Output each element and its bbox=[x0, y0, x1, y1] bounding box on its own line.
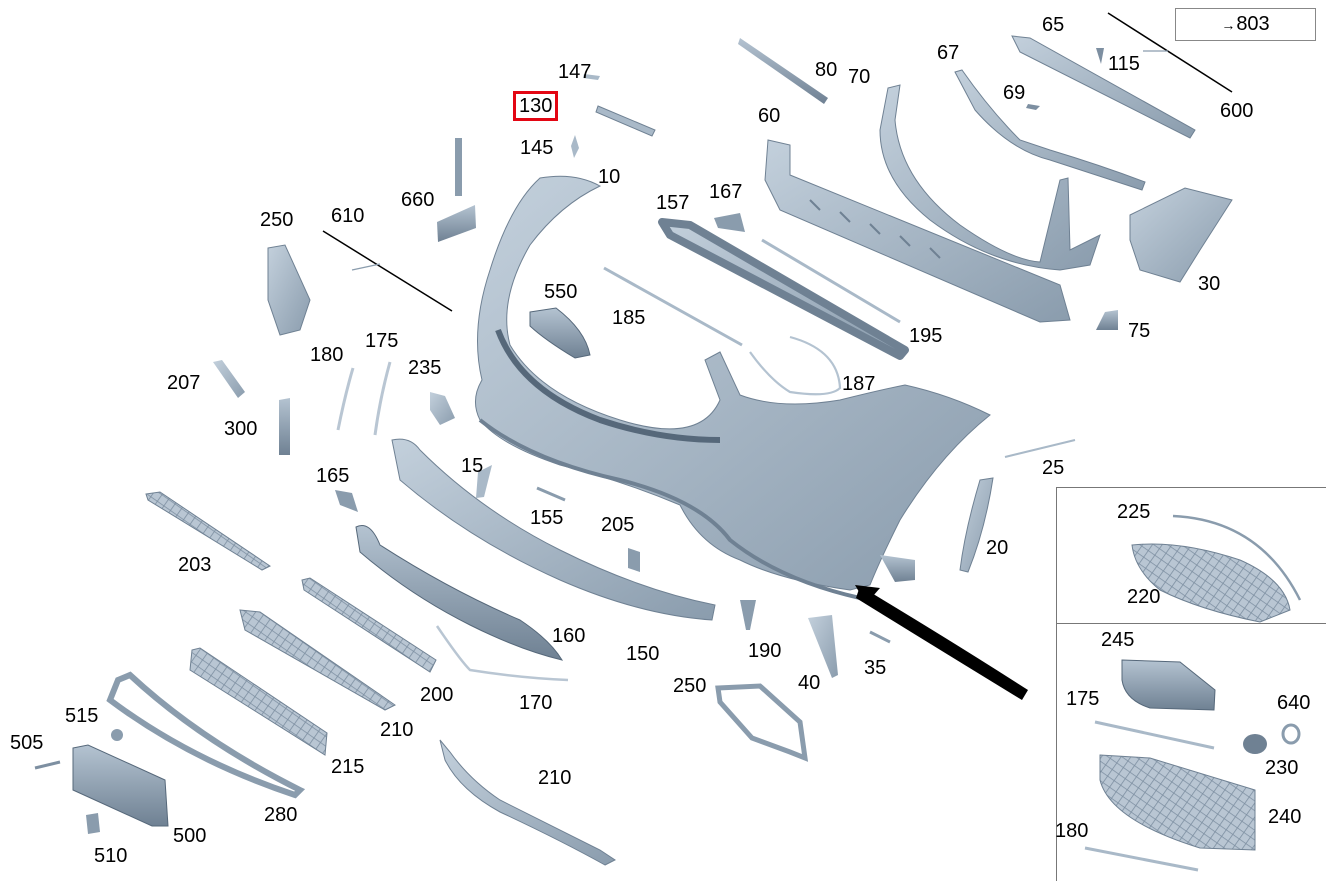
part-label-210b[interactable]: 210 bbox=[538, 767, 572, 789]
part-label-210[interactable]: 210 bbox=[380, 719, 414, 741]
part-label-165[interactable]: 165 bbox=[316, 465, 350, 487]
leader-lines bbox=[322, 12, 1233, 312]
part-label-510[interactable]: 510 bbox=[94, 845, 128, 867]
part-label-203[interactable]: 203 bbox=[178, 554, 212, 576]
part-label-15[interactable]: 15 bbox=[461, 455, 484, 477]
part-label-65[interactable]: 65 bbox=[1042, 14, 1065, 36]
part-label-167[interactable]: 167 bbox=[709, 181, 743, 203]
part-label-250b[interactable]: 250 bbox=[673, 675, 707, 697]
part-label-40[interactable]: 40 bbox=[798, 672, 821, 694]
part-label-70[interactable]: 70 bbox=[848, 66, 871, 88]
part-label-660[interactable]: 660 bbox=[401, 189, 435, 211]
part-label-300[interactable]: 300 bbox=[224, 418, 258, 440]
part-label-220[interactable]: 220 bbox=[1127, 586, 1161, 608]
part-label-185[interactable]: 185 bbox=[612, 307, 646, 329]
part-label-180[interactable]: 180 bbox=[310, 344, 344, 366]
part-label-75[interactable]: 75 bbox=[1128, 320, 1151, 342]
part-label-505[interactable]: 505 bbox=[10, 732, 44, 754]
part-label-180b[interactable]: 180 bbox=[1055, 820, 1089, 842]
part-label-130[interactable]: 130 bbox=[512, 91, 559, 121]
part-label-80[interactable]: 80 bbox=[815, 59, 838, 81]
part-label-250[interactable]: 250 bbox=[260, 209, 294, 231]
part-label-245[interactable]: 245 bbox=[1101, 629, 1135, 651]
arrow-right-icon: → bbox=[1221, 16, 1236, 33]
part-label-640[interactable]: 640 bbox=[1277, 692, 1311, 714]
part-label-10[interactable]: 10 bbox=[598, 166, 621, 188]
part-label-280[interactable]: 280 bbox=[264, 804, 298, 826]
part-label-67[interactable]: 67 bbox=[937, 42, 960, 64]
part-label-115[interactable]: 115 bbox=[1108, 53, 1140, 75]
part-label-207[interactable]: 207 bbox=[167, 372, 201, 394]
part-label-175b[interactable]: 175 bbox=[1066, 688, 1100, 710]
part-label-175[interactable]: 175 bbox=[365, 330, 399, 352]
part-label-205[interactable]: 205 bbox=[601, 514, 635, 536]
part-label-230[interactable]: 230 bbox=[1265, 757, 1299, 779]
part-label-69[interactable]: 69 bbox=[1003, 82, 1026, 104]
part-label-60[interactable]: 60 bbox=[758, 105, 781, 127]
part-label-600[interactable]: 600 bbox=[1220, 100, 1254, 122]
part-label-225[interactable]: 225 bbox=[1117, 501, 1151, 523]
part-label-20[interactable]: 20 bbox=[986, 537, 1009, 559]
part-label-25[interactable]: 25 bbox=[1042, 457, 1065, 479]
part-label-235[interactable]: 235 bbox=[408, 357, 442, 379]
part-label-155[interactable]: 155 bbox=[530, 507, 564, 529]
part-label-215[interactable]: 215 bbox=[331, 756, 365, 778]
part-bumper-cover-10 bbox=[475, 175, 991, 600]
reference-label: 803 bbox=[1236, 13, 1270, 35]
part-label-145[interactable]: 145 bbox=[520, 137, 554, 159]
part-label-170[interactable]: 170 bbox=[519, 692, 553, 714]
part-label-500[interactable]: 500 bbox=[173, 825, 207, 847]
part-label-610[interactable]: 610 bbox=[331, 205, 365, 227]
part-label-240[interactable]: 240 bbox=[1268, 806, 1302, 828]
inset-panel-grille-variant bbox=[1056, 624, 1326, 881]
reference-link-803[interactable]: → 803 bbox=[1175, 8, 1316, 41]
part-label-195[interactable]: 195 bbox=[909, 325, 943, 347]
part-label-550[interactable]: 550 bbox=[544, 281, 578, 303]
part-label-515[interactable]: 515 bbox=[65, 705, 99, 727]
part-label-187[interactable]: 187 bbox=[842, 373, 876, 395]
part-label-200[interactable]: 200 bbox=[420, 684, 454, 706]
inset-panel-fog-grille bbox=[1056, 487, 1326, 624]
part-label-147[interactable]: 147 bbox=[558, 61, 592, 83]
part-label-35[interactable]: 35 bbox=[864, 657, 887, 679]
part-label-150[interactable]: 150 bbox=[626, 643, 660, 665]
part-label-190[interactable]: 190 bbox=[748, 640, 782, 662]
part-label-30[interactable]: 30 bbox=[1198, 273, 1221, 295]
part-label-157[interactable]: 157 bbox=[656, 192, 690, 214]
part-label-160[interactable]: 160 bbox=[552, 625, 586, 647]
